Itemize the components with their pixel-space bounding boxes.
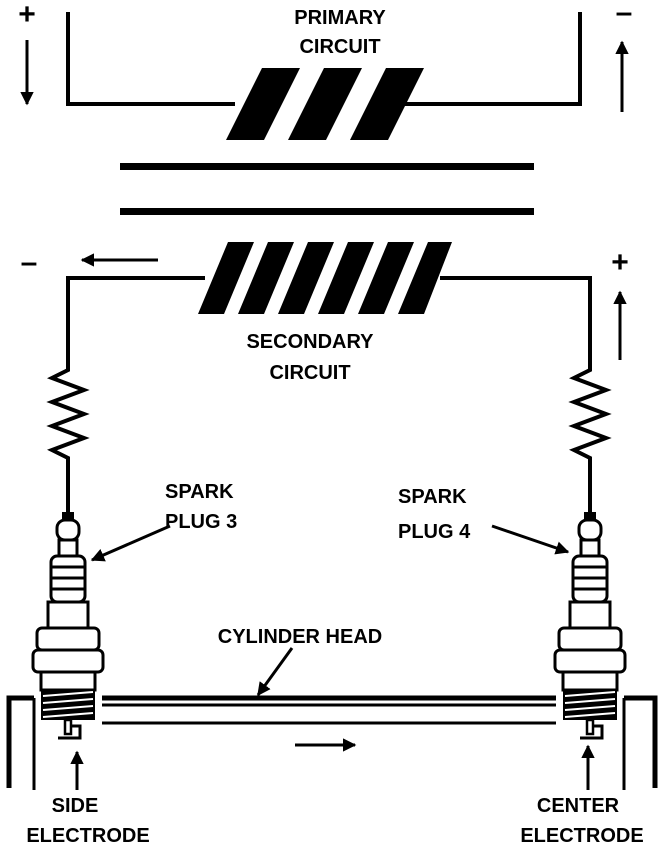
center-electrode-label-line1: CENTER xyxy=(537,795,620,817)
side-electrode-label-line2: ELECTRODE xyxy=(26,825,149,847)
secondary-circuit-label-line2: CIRCUIT xyxy=(269,362,350,384)
spark-plug-4-label-line1: SPARK xyxy=(398,486,467,508)
secondary-coil xyxy=(198,242,452,314)
spark-plug-4 xyxy=(553,510,627,740)
secondary-minus-sign: – xyxy=(21,246,38,279)
primary-circuit: PRIMARY CIRCUIT + – xyxy=(18,0,632,140)
cylinder-head xyxy=(6,695,658,790)
primary-plus-sign: + xyxy=(18,0,36,31)
primary-circuit-label-line2: CIRCUIT xyxy=(299,36,380,58)
primary-coil xyxy=(226,68,424,140)
secondary-circuit-label-line1: SECONDARY xyxy=(246,331,374,353)
center-electrode-label-line2: ELECTRODE xyxy=(520,825,643,847)
spark-plug-3-label-line1: SPARK xyxy=(165,481,234,503)
spark-plug-4-pointer xyxy=(491,524,570,555)
primary-circuit-label-line1: PRIMARY xyxy=(294,7,386,29)
primary-minus-sign: – xyxy=(616,0,633,29)
spark-plug-3 xyxy=(31,510,105,740)
cylinder-head-pointer xyxy=(256,647,294,697)
cylinder-head-label: CYLINDER HEAD xyxy=(218,626,382,648)
secondary-circuit: SECONDARY CIRCUIT – + xyxy=(21,242,629,512)
secondary-wire xyxy=(46,276,612,512)
secondary-plus-sign: + xyxy=(611,246,629,279)
spark-plug-3-label-line2: PLUG 3 xyxy=(165,511,237,533)
side-electrode-label-line1: SIDE xyxy=(52,795,99,817)
spark-plug-4-label-line2: PLUG 4 xyxy=(398,521,471,543)
iron-core xyxy=(120,163,534,215)
primary-wire xyxy=(66,12,582,106)
spark-plug-3-pointer xyxy=(90,524,171,562)
